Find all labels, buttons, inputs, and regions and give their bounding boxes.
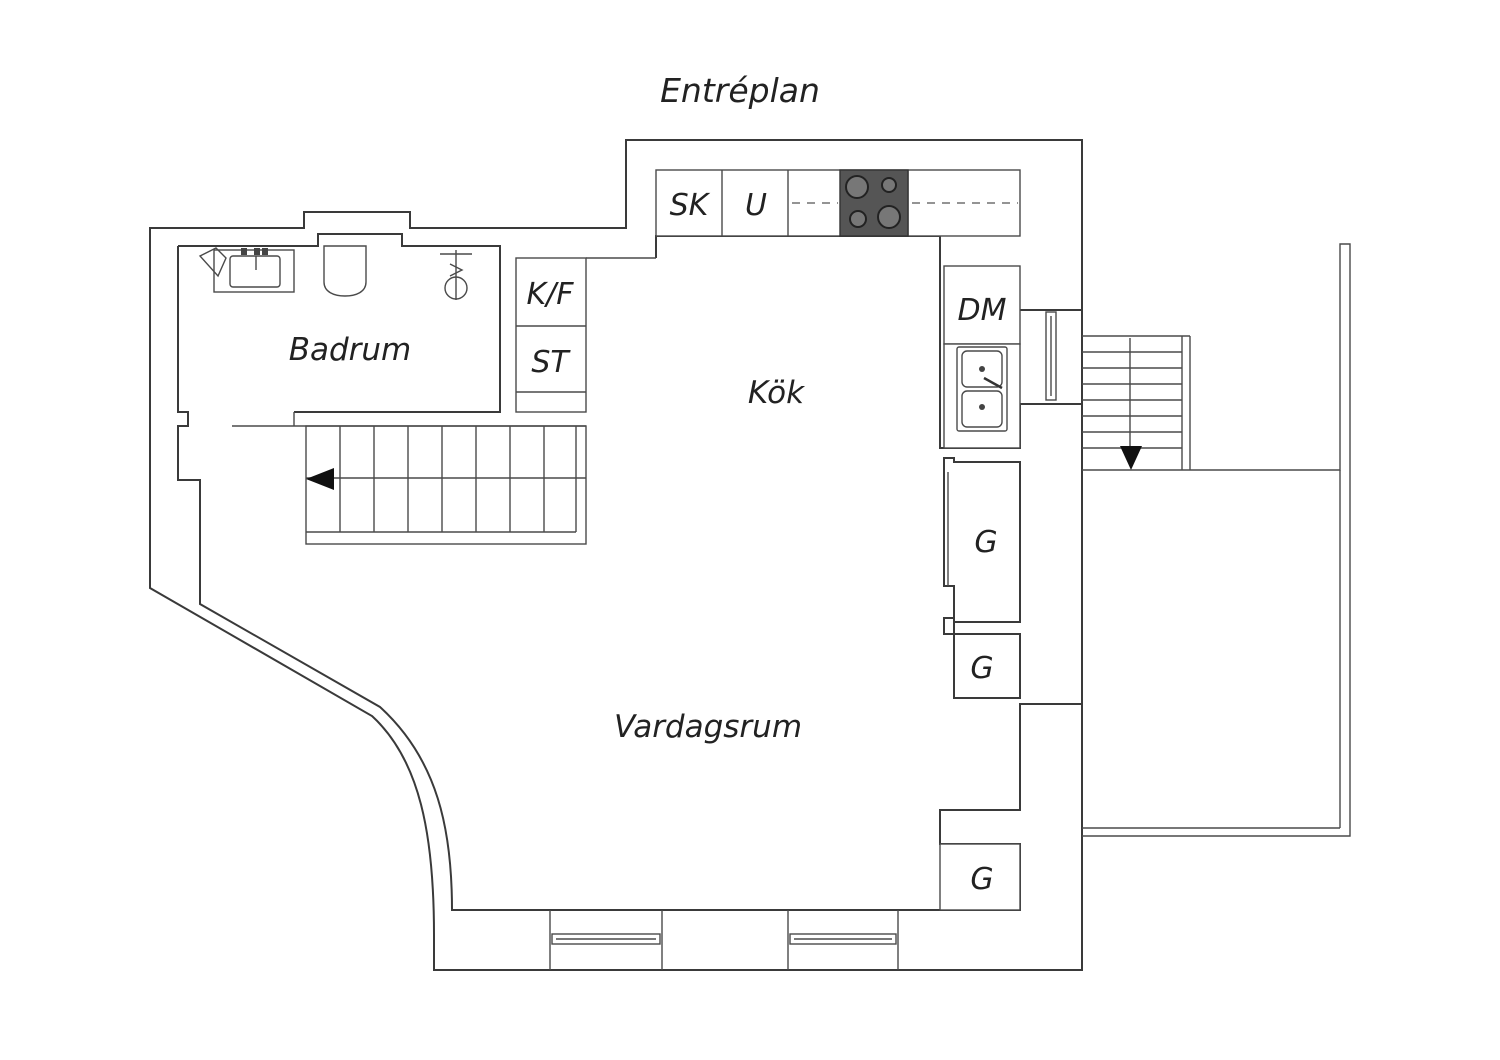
fixture-label-g2: G xyxy=(970,651,993,686)
window-bottom-right xyxy=(787,910,899,970)
window-right xyxy=(1045,311,1057,401)
fixture-label-g1: G xyxy=(974,525,997,560)
wardrobe-3 xyxy=(939,843,1021,911)
fixture-label-kf: K/F xyxy=(526,277,574,312)
wardrobe-2 xyxy=(943,617,1021,699)
room-label-vardagsrum: Vardagsrum xyxy=(614,709,802,745)
exterior-stairs xyxy=(1082,335,1191,470)
fixture-label-dm: DM xyxy=(958,293,1007,328)
appliance-column xyxy=(515,257,656,413)
window-bottom-left xyxy=(549,910,663,970)
arrow-icon xyxy=(1120,446,1142,470)
terrace xyxy=(1082,243,1351,837)
washbasin-icon xyxy=(198,247,295,293)
staircase-left xyxy=(232,412,587,545)
fixture-label-sk: SK xyxy=(670,188,711,223)
fixture-label-g3: G xyxy=(970,862,993,897)
fixture-label-u: U xyxy=(745,188,767,223)
fixture-label-st: ST xyxy=(531,345,571,380)
shower-icon xyxy=(440,250,472,300)
room-label-badrum: Badrum xyxy=(289,332,412,368)
wardrobe-1 xyxy=(943,457,1021,623)
arrow-icon xyxy=(306,468,334,490)
sink-icon xyxy=(956,346,1008,432)
toilet-icon xyxy=(323,245,367,297)
room-label-kok: Kök xyxy=(748,375,805,411)
plan-title: Entréplan xyxy=(660,71,820,110)
stove-icon xyxy=(839,169,909,237)
kitchen-counter-top xyxy=(655,169,1021,237)
